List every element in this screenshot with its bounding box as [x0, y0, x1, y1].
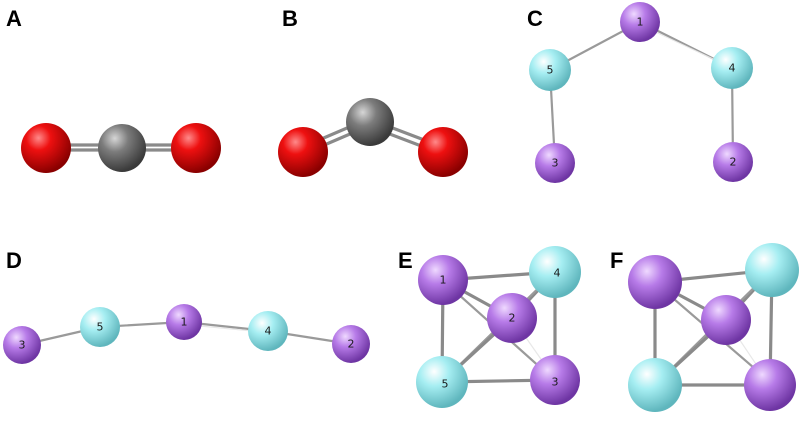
oxygen-atom — [171, 123, 221, 173]
cyan-atom — [248, 311, 288, 351]
panel-b: B — [278, 6, 468, 177]
atom-label: 5 — [97, 321, 104, 334]
purple-atom — [530, 355, 580, 405]
purple-atom — [166, 304, 202, 340]
cyan-atom — [529, 49, 571, 91]
purple-atom — [3, 326, 41, 364]
panel-label-f: F — [610, 248, 623, 273]
purple-atom — [628, 255, 682, 309]
oxygen-atom — [278, 127, 328, 177]
cyan-atom — [711, 47, 753, 89]
atom-label: 4 — [265, 325, 272, 338]
atom-label: 3 — [552, 157, 559, 170]
cyan-atom — [529, 246, 581, 298]
cyan-atom — [628, 358, 682, 412]
cyan-atom — [745, 243, 799, 297]
panel-label-b: B — [282, 6, 298, 31]
purple-atom — [713, 142, 753, 182]
purple-atom — [332, 325, 370, 363]
atom-label: 5 — [547, 64, 554, 77]
panel-e: E 2 1 4 5 3 — [398, 246, 581, 408]
atom-label: 3 — [552, 376, 559, 389]
atom-label: 1 — [440, 274, 447, 287]
cyan-atom — [80, 307, 120, 347]
purple-atom — [418, 255, 468, 305]
carbon-atom — [346, 98, 394, 146]
carbon-atom — [98, 124, 146, 172]
atom-label: 2 — [730, 156, 737, 169]
purple-atom — [744, 359, 796, 411]
oxygen-atom — [418, 127, 468, 177]
panel-label-d: D — [6, 248, 22, 273]
cyan-atom — [416, 356, 468, 408]
atom-label: 1 — [637, 16, 644, 29]
atom-label: 1 — [181, 316, 188, 329]
panel-f: F — [610, 243, 799, 412]
atom-label: 4 — [729, 62, 736, 75]
panel-c: C 1 5 4 3 2 — [527, 2, 753, 183]
atom-label: 2 — [348, 338, 355, 351]
oxygen-atom — [21, 123, 71, 173]
panel-d: D 3 5 1 4 2 — [3, 248, 370, 364]
purple-atom — [620, 2, 660, 42]
panel-a: A — [6, 6, 221, 173]
purple-atom — [535, 143, 575, 183]
atom-label: 3 — [19, 339, 26, 352]
atom-label: 2 — [509, 312, 516, 325]
panel-label-c: C — [527, 6, 543, 31]
atom-label: 5 — [442, 378, 449, 391]
panel-label-e: E — [398, 248, 413, 273]
atom-label: 4 — [554, 267, 561, 280]
purple-atom — [701, 295, 751, 345]
purple-atom — [487, 293, 537, 343]
panel-label-a: A — [6, 6, 22, 31]
